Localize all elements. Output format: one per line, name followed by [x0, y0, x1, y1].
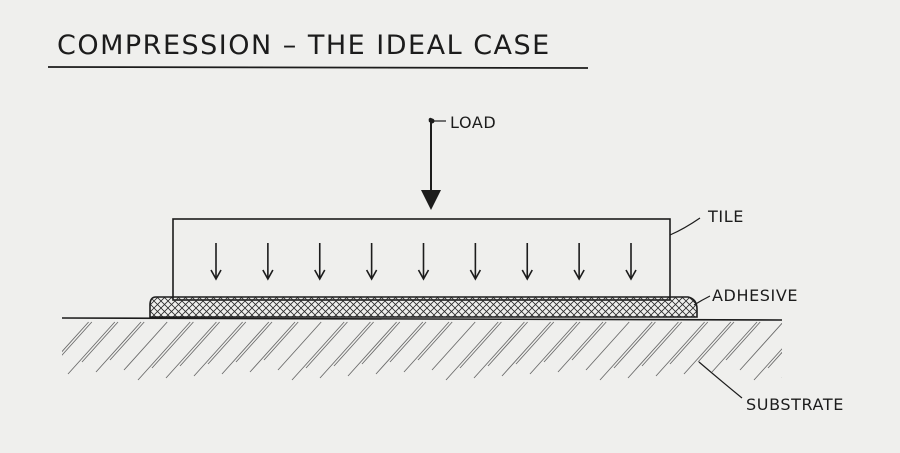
- substrate-hatch-stroke: [249, 321, 296, 373]
- substrate-hatch-stroke: [151, 321, 194, 369]
- adhesive-leader-line: [693, 295, 711, 306]
- substrate-hatch-stroke: [655, 321, 705, 377]
- compression-arrow: [625, 243, 637, 281]
- substrate-hatch-stroke: [627, 321, 679, 379]
- compression-arrow: [365, 243, 378, 281]
- substrate-hatch-stroke: [725, 321, 761, 361]
- tile-label: TILE: [707, 207, 744, 226]
- substrate-hatch-stroke: [95, 321, 142, 373]
- substrate-hatch-stroke: [62, 321, 93, 356]
- substrate-hatch-stroke: [767, 351, 782, 369]
- substrate-hatch-stroke: [207, 321, 247, 365]
- substrate-hatch-stroke: [739, 322, 782, 371]
- substrate-hatch-stroke: [193, 321, 243, 377]
- load-arrow: [421, 117, 441, 210]
- substrate-hatch-stroke: [824, 322, 862, 364]
- substrate-hatch-stroke: [235, 321, 273, 363]
- substrate-hatch-stroke: [109, 321, 145, 361]
- substrate-hatch-stroke: [389, 321, 427, 363]
- substrate-hatch-stroke: [613, 321, 656, 369]
- substrate-hatch-stroke: [753, 348, 782, 381]
- substrate-hatch-stroke: [319, 321, 371, 379]
- substrate-hatch-stroke: [585, 321, 630, 371]
- substrate-surface-line: [61, 317, 783, 321]
- substrate-hatch-stroke: [683, 321, 732, 375]
- substrate-hatch-stroke: [81, 321, 119, 363]
- substrate-hatch-stroke: [515, 321, 555, 365]
- compression-arrow: [469, 243, 482, 281]
- substrate-hatch-stroke: [711, 321, 758, 373]
- substrate-hatch-stroke: [669, 321, 709, 365]
- substrate-hatch-stroke: [305, 321, 348, 369]
- substrate-hatch-stroke: [417, 321, 453, 361]
- substrate-hatch-stroke: [557, 321, 604, 373]
- substrate-hatch-stroke: [810, 322, 859, 376]
- substrate-hatch-stroke: [431, 321, 476, 371]
- substrate-leader-line: [698, 361, 743, 399]
- substrate-hatch-stroke: [347, 321, 397, 377]
- substrate-hatch-stroke: [781, 377, 782, 378]
- compression-arrow: [262, 243, 274, 281]
- load-label: LOAD: [450, 113, 496, 132]
- substrate-label: SUBSTRATE: [746, 395, 844, 414]
- diagram-title: COMPRESSION – THE IDEAL CASE: [57, 30, 551, 61]
- substrate-hatch-stroke: [221, 321, 270, 375]
- compression-arrow: [314, 243, 326, 281]
- title-underline: [47, 66, 589, 69]
- internal-compression-arrows: [210, 243, 637, 281]
- substrate-hatch-stroke: [599, 321, 653, 381]
- substrate-hatch-stroke: [571, 321, 607, 361]
- substrate-hatch-stroke: [137, 321, 191, 381]
- substrate-hatch-stroke: [333, 321, 374, 367]
- compression-arrow: [521, 243, 533, 281]
- substrate-hatch-stroke: [501, 321, 551, 377]
- substrate-hatch-stroke: [165, 321, 217, 379]
- tile-leader-line: [669, 217, 701, 236]
- substrate-hatch-stroke: [403, 321, 450, 373]
- substrate-hatch-stroke: [277, 321, 322, 371]
- substrate-hatch-stroke: [62, 321, 89, 353]
- compression-arrow: [210, 243, 222, 281]
- substrate-hatch-stroke: [123, 321, 168, 371]
- substrate-hatch-stroke: [459, 321, 502, 369]
- adhesive-layer: [149, 296, 698, 318]
- compression-arrow: [417, 243, 430, 281]
- substrate-hatch-stroke: [487, 321, 528, 367]
- substrate-hatching: [62, 321, 862, 381]
- substrate-hatch-stroke: [375, 321, 424, 375]
- substrate-hatch-stroke: [263, 321, 299, 361]
- substrate-hatch-stroke: [543, 321, 581, 363]
- tile-block: [172, 218, 671, 301]
- substrate-hatch-stroke: [179, 321, 220, 367]
- substrate-hatch-stroke: [529, 321, 578, 375]
- substrate-hatch-stroke: [473, 321, 525, 379]
- substrate-hatch-stroke: [67, 321, 116, 375]
- substrate-hatch-stroke: [697, 321, 735, 363]
- substrate-hatch-stroke: [361, 321, 401, 365]
- substrate-hatch-stroke: [796, 322, 836, 366]
- substrate-hatch-stroke: [445, 321, 499, 381]
- substrate-hatch-stroke: [641, 321, 682, 367]
- adhesive-label: ADHESIVE: [712, 286, 798, 305]
- substrate-hatch-stroke: [291, 321, 345, 381]
- compression-arrow: [573, 243, 585, 281]
